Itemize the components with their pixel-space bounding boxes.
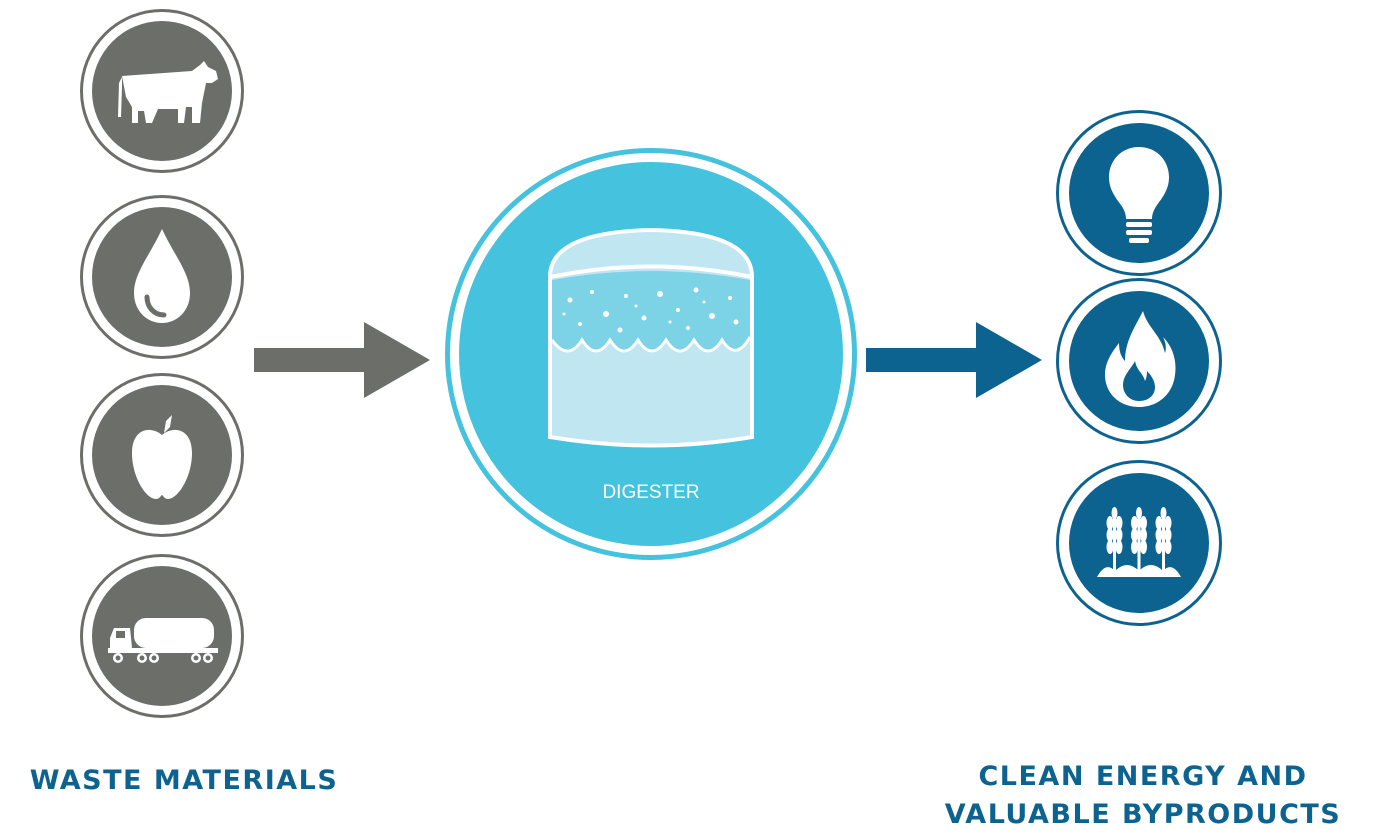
outputs-caption: CLEAN ENERGY AND VALUABLE BYPRODUCTS: [910, 758, 1376, 834]
output-arrow: [866, 322, 1042, 398]
output-item-fertilizer: [1056, 460, 1222, 626]
tanker-truck-icon: [108, 618, 218, 663]
light-bulb-icon: [1109, 147, 1169, 243]
input-item-cow: [80, 9, 244, 173]
digester-label: DIGESTER: [602, 482, 700, 503]
outputs-caption-line1: CLEAN ENERGY AND: [978, 761, 1308, 792]
apple-icon: [132, 415, 192, 499]
input-item-apple: [80, 373, 244, 537]
output-item-electricity: [1056, 110, 1222, 276]
outputs-caption-line2: VALUABLE BYPRODUCTS: [944, 799, 1342, 830]
digester-tank-icon: [547, 227, 755, 448]
input-item-water: [80, 195, 244, 359]
input-arrow: [254, 322, 430, 398]
input-item-truck: [80, 554, 244, 718]
waste-materials-caption: WASTE MATERIALS: [29, 765, 339, 796]
flame-icon: [1105, 311, 1176, 407]
output-item-heat: [1056, 278, 1222, 444]
water-drop-icon: [134, 229, 190, 323]
crops-icon: [1097, 507, 1181, 577]
cow-icon: [118, 61, 218, 123]
